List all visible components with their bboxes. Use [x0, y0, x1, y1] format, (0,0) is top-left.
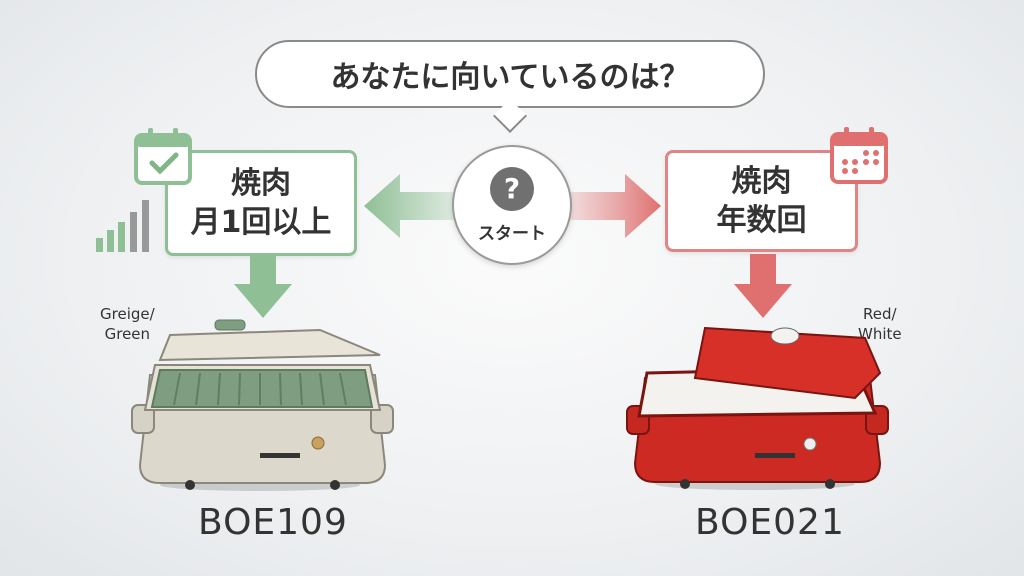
question-bubble: あなたに向いているのは？: [255, 40, 765, 108]
arrow-left-green: [364, 174, 460, 238]
model-name-boe109: BOE109: [198, 502, 348, 543]
arrow-down-green: [234, 256, 292, 318]
grill-plate-greige: [131, 319, 394, 491]
arrow-right-red: [565, 174, 661, 238]
start-label: スタート: [478, 223, 546, 244]
arrow-down-red: [734, 254, 792, 318]
color-label-greige-green: Greige/ Green: [100, 305, 155, 344]
option-line2: 月1回以上: [190, 205, 332, 240]
question-icon: ?: [490, 166, 534, 211]
color-label-line1: Red/: [863, 305, 897, 323]
option-line2: 年数回: [716, 203, 807, 238]
start-node: ? スタート: [452, 145, 572, 265]
color-label-line2: White: [858, 324, 902, 343]
option-line1: 焼肉: [731, 164, 792, 199]
grill-plate-red: [626, 326, 889, 490]
question-text: あなたに向いているのは？: [330, 60, 690, 95]
option-line1: 焼肉: [231, 166, 291, 201]
option-box-occasional: 焼肉 年数回: [665, 150, 858, 252]
color-label-red-white: Red/ White: [858, 305, 902, 344]
color-label-line2: Green: [104, 324, 151, 343]
model-name-boe021: BOE021: [695, 502, 845, 543]
option-box-frequent: 焼肉 月1回以上: [165, 150, 357, 256]
bar-graph-icon: [96, 200, 149, 252]
calendar-dots-icon: [830, 127, 888, 184]
color-label-line1: Greige/: [100, 305, 155, 323]
calendar-check-icon: [134, 128, 192, 185]
